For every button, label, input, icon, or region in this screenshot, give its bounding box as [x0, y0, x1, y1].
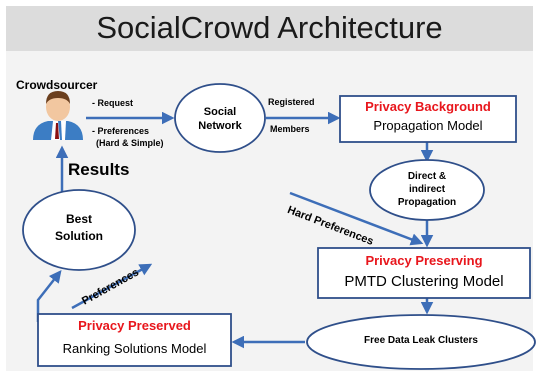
- best-solution-label-1: Best: [65, 212, 92, 226]
- ranking-solutions-label: Ranking Solutions Model: [62, 341, 207, 356]
- privacy-preserving-title: Privacy Preserving: [365, 253, 483, 268]
- privacy-preserved-title: Privacy Preserved: [78, 318, 191, 333]
- crowdsourcer-label: Crowdsourcer: [16, 78, 98, 92]
- registered-label: Registered: [268, 97, 315, 107]
- hard-preferences-arrow: [289, 191, 424, 246]
- clusters-label: Free Data Leak Clusters: [364, 335, 478, 346]
- propagation-label-2: indirect: [408, 184, 446, 195]
- request-label: - Request: [92, 98, 134, 108]
- members-label: Members: [270, 124, 310, 134]
- propagation-model-label: Propagation Model: [373, 118, 483, 133]
- preferences-arrow: [71, 263, 153, 310]
- privacy-background-title: Privacy Background: [365, 99, 491, 114]
- social-network-label-1: Social: [203, 106, 237, 118]
- preferences-input-label: - Preferences: [92, 126, 150, 136]
- propagation-label-3: Propagation: [397, 197, 457, 208]
- best-solution-label-2: Solution: [55, 229, 103, 243]
- slide-title: SocialCrowd Architecture: [96, 10, 443, 45]
- results-label: Results: [68, 160, 130, 179]
- social-network-label-2: Network: [198, 120, 242, 132]
- preferences-input-sub-label: (Hard & Simple): [96, 138, 164, 148]
- privacy-preserving-box: [317, 247, 531, 299]
- best-solution-node: [22, 189, 136, 271]
- social-network-node: [174, 83, 266, 153]
- propagation-label-1: Direct &: [407, 171, 447, 182]
- privacy-preserved-box: [37, 313, 232, 367]
- pmtd-clustering-label: PMTD Clustering Model: [344, 273, 504, 290]
- title-bar: [6, 6, 533, 51]
- privacy-background-box: [339, 95, 517, 143]
- clusters-node: [306, 314, 536, 370]
- propagation-node: [369, 159, 485, 221]
- crowdsourcer-person-icon: [33, 91, 83, 140]
